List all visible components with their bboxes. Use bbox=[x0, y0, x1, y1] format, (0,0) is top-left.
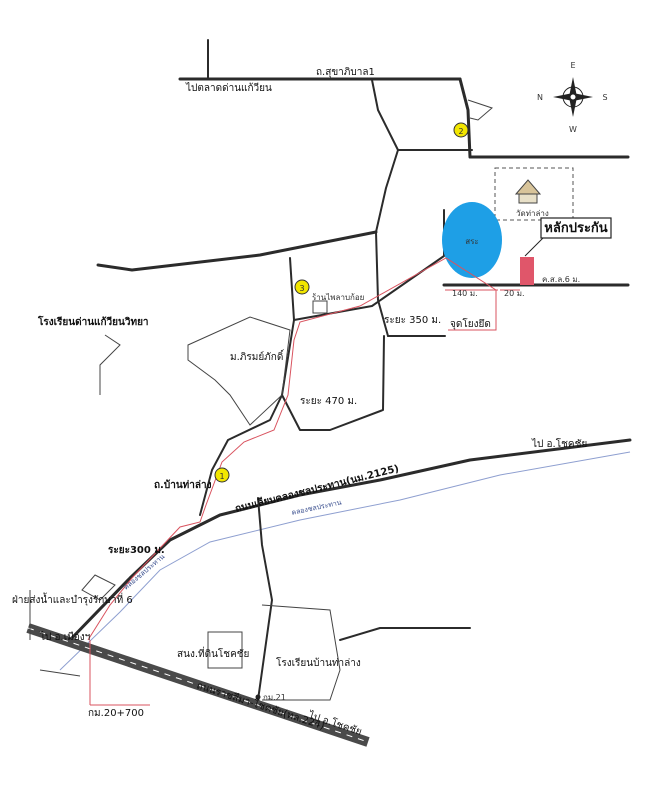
road-loop bbox=[281, 335, 385, 431]
marker-post bbox=[520, 257, 534, 285]
road-canal bbox=[68, 438, 632, 642]
waypoint-2-label: 2 bbox=[458, 127, 463, 136]
marker-callout-box bbox=[540, 217, 612, 239]
compass-e: E bbox=[570, 61, 575, 70]
waypoint-3-circle bbox=[294, 279, 310, 295]
compass-s: S bbox=[602, 93, 607, 102]
label-canal-1: คลองชลประทาน bbox=[291, 498, 343, 516]
waypoint-1-circle bbox=[214, 467, 230, 483]
label-sukhaphiban: ถ.สุขาภิบาล1 bbox=[316, 67, 375, 78]
road-ban-tha-lang bbox=[199, 257, 295, 516]
waypoint-2-circle bbox=[453, 122, 469, 138]
label-shop: ร้านไพลาบก้อย bbox=[312, 293, 364, 302]
compass-n: N bbox=[537, 93, 543, 102]
canal-line bbox=[59, 451, 631, 671]
road-central bbox=[375, 231, 389, 337]
label-phirom: ม.ภิรมย์ภักดิ์ bbox=[230, 349, 285, 363]
label-land-plot: ค.ส.ล.6 ม. bbox=[542, 275, 580, 284]
top-right-lot bbox=[467, 99, 493, 121]
label-irrigation-office: ฝ่ายส่งน้ำและบำรุงรักษาที่ 6 bbox=[12, 592, 133, 606]
label-land-office: สนง.ที่ดินโชคชัย bbox=[177, 646, 249, 660]
label-jud: จุดโยงยึด bbox=[450, 317, 491, 330]
shop-building bbox=[312, 300, 328, 314]
school-dan-lot bbox=[99, 334, 121, 395]
pond bbox=[442, 202, 502, 278]
label-school-ban: โรงเรียนบ้านท่าล่าง bbox=[276, 656, 361, 669]
school-ban-lot bbox=[261, 604, 341, 701]
label-ban-tha-lang-st: ถ.บ้านท่าล่าง bbox=[154, 479, 212, 491]
west-bottom-line bbox=[39, 669, 81, 677]
label-d350: ระยะ 350 ม. bbox=[384, 315, 441, 326]
road-school bbox=[257, 497, 273, 701]
label-d140: 140 ม. bbox=[452, 289, 478, 298]
label-temple: วัดท่าล่าง bbox=[516, 209, 549, 218]
highway-224 bbox=[26, 623, 370, 747]
label-canal-2: คลองชลประทาน bbox=[122, 553, 166, 592]
road-west bbox=[96, 230, 378, 272]
label-marker: หลักประกัน bbox=[544, 221, 607, 236]
label-to-chokchai-1: ไป อ.โชคชัย bbox=[531, 437, 587, 450]
compass-icon bbox=[553, 77, 593, 117]
waypoint-3-label: 3 bbox=[299, 284, 304, 293]
label-pond: สระ bbox=[465, 237, 478, 246]
label-km-start: กม.20+700 bbox=[88, 708, 144, 719]
label-to-talat: ไปตลาดด่านแก้วียน bbox=[185, 82, 272, 94]
marker-callout-line bbox=[524, 237, 544, 257]
road-central-north bbox=[371, 79, 399, 233]
label-d470: ระยะ 470 ม. bbox=[300, 396, 357, 407]
label-to-mueang: ไป อ.เมืองฯ bbox=[39, 631, 90, 643]
road-school-east bbox=[339, 627, 471, 641]
compass-w: W bbox=[569, 125, 577, 134]
route-path bbox=[87, 257, 497, 705]
label-d20: 20 ม. bbox=[504, 289, 525, 298]
label-d300: ระยะ300 ม. bbox=[108, 545, 165, 556]
waypoint-1-label: 1 bbox=[219, 472, 224, 481]
temple-icon bbox=[514, 179, 542, 204]
label-km21: กม.21 bbox=[263, 693, 286, 702]
road-east-top bbox=[458, 77, 630, 159]
km21-dot bbox=[255, 694, 261, 700]
temple-boundary bbox=[494, 167, 574, 221]
phirom-lot bbox=[187, 316, 291, 426]
irrigation-office-lot bbox=[81, 574, 116, 601]
label-school-dan: โรงเรียนด่านแก้วียนวิทยา bbox=[37, 315, 149, 328]
land-office-lot bbox=[207, 631, 243, 669]
